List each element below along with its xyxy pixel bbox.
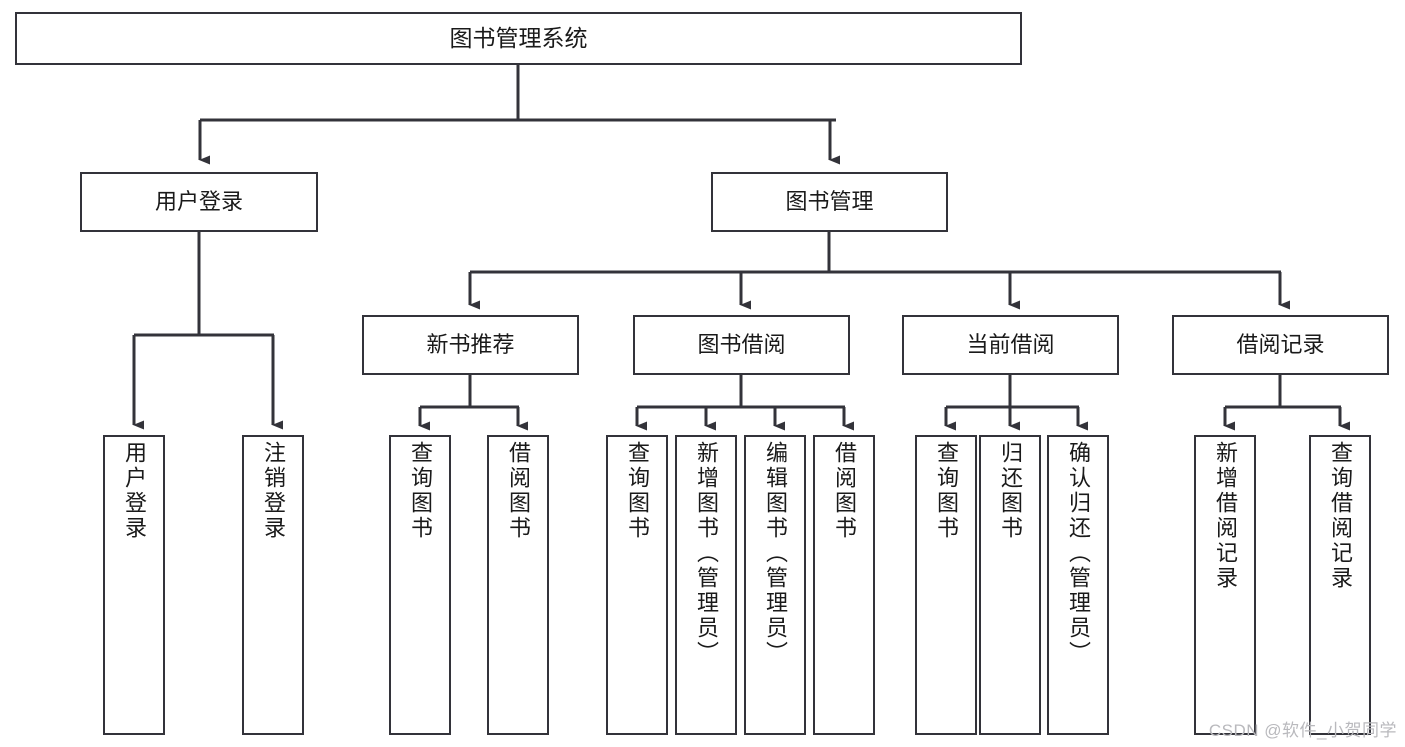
node-leaf-edit-book-admin[interactable]: 编辑图书（管理员） (744, 435, 806, 735)
node-label: 归还图书 (998, 441, 1023, 541)
node-leaf-user-logout[interactable]: 注销登录 (242, 435, 304, 735)
node-label: 查询借阅记录 (1328, 441, 1353, 591)
node-current-borrowing[interactable]: 当前借阅 (902, 315, 1119, 375)
node-label: 用户登录 (122, 441, 147, 541)
node-label: 借阅记录 (1236, 331, 1325, 357)
node-label: 新增图书（管理员） (694, 441, 719, 666)
node-leaf-lend-book[interactable]: 借阅图书 (813, 435, 875, 735)
node-book-borrowing[interactable]: 图书借阅 (633, 315, 850, 375)
node-label: 新增借阅记录 (1213, 441, 1238, 591)
node-user-login[interactable]: 用户登录 (80, 172, 318, 232)
node-leaf-query-book-current[interactable]: 查询图书 (915, 435, 977, 735)
node-label: 查询图书 (934, 441, 959, 541)
node-label: 确认归还（管理员） (1066, 441, 1091, 666)
node-leaf-confirm-return-admin[interactable]: 确认归还（管理员） (1047, 435, 1109, 735)
node-label: 编辑图书（管理员） (763, 441, 788, 666)
node-label: 注销登录 (261, 441, 286, 541)
node-label: 借阅图书 (506, 441, 531, 541)
node-label: 查询图书 (408, 441, 433, 541)
node-leaf-return-book[interactable]: 归还图书 (979, 435, 1041, 735)
node-root-book-management-system[interactable]: 图书管理系统 (15, 12, 1022, 65)
node-label: 当前借阅 (966, 331, 1055, 357)
node-book-management[interactable]: 图书管理 (711, 172, 948, 232)
node-leaf-query-book-recommendation[interactable]: 查询图书 (389, 435, 451, 735)
node-label: 查询图书 (625, 441, 650, 541)
node-label: 图书管理系统 (449, 24, 588, 51)
node-label: 用户登录 (154, 188, 243, 214)
csdn-watermark: CSDN @软件_小贺同学 (1208, 721, 1397, 740)
node-borrowing-records[interactable]: 借阅记录 (1172, 315, 1389, 375)
node-label: 图书借阅 (697, 331, 786, 357)
node-leaf-borrow-book-recommendation[interactable]: 借阅图书 (487, 435, 549, 735)
node-label: 新书推荐 (426, 331, 515, 357)
node-label: 借阅图书 (832, 441, 857, 541)
node-new-book-recommendation[interactable]: 新书推荐 (362, 315, 579, 375)
node-leaf-add-book-admin[interactable]: 新增图书（管理员） (675, 435, 737, 735)
node-leaf-query-borrow-record[interactable]: 查询借阅记录 (1309, 435, 1371, 735)
node-leaf-add-borrow-record[interactable]: 新增借阅记录 (1194, 435, 1256, 735)
node-leaf-query-book-borrowing[interactable]: 查询图书 (606, 435, 668, 735)
node-label: 图书管理 (785, 188, 874, 214)
node-leaf-user-login[interactable]: 用户登录 (103, 435, 165, 735)
